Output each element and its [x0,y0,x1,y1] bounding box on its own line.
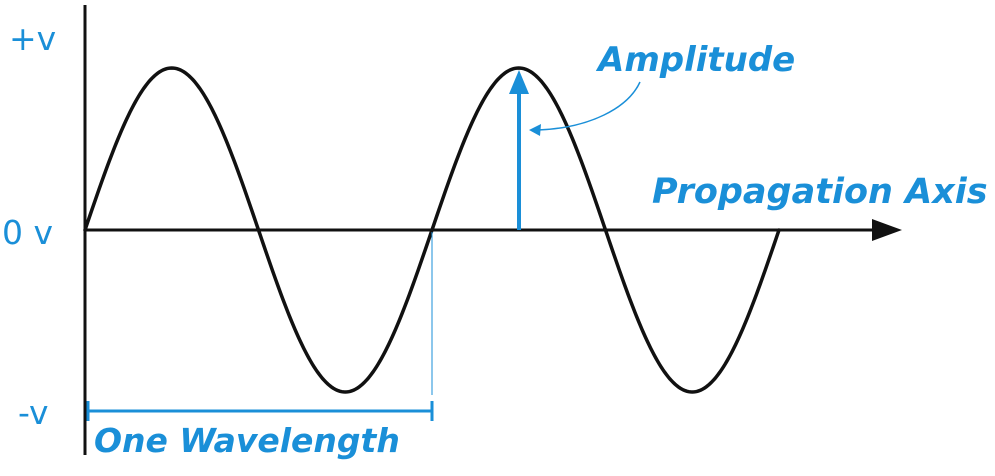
positive-level-label: +v [9,19,56,58]
sine-wave [83,66,781,394]
wavelength-bracket [86,401,434,421]
wavelength-label: One Wavelength [94,421,400,460]
amplitude-label: Amplitude [595,40,795,80]
propagation-axis-arrowhead [872,219,902,241]
amplitude-callout-pointer [537,81,641,131]
propagation-axis-label: Propagation Axis [652,172,988,212]
amplitude-arrow-head [509,70,529,94]
amplitude-callout-arrowhead [529,124,541,136]
zero-level-label: 0 v [2,213,53,252]
negative-level-label: -v [18,393,49,432]
